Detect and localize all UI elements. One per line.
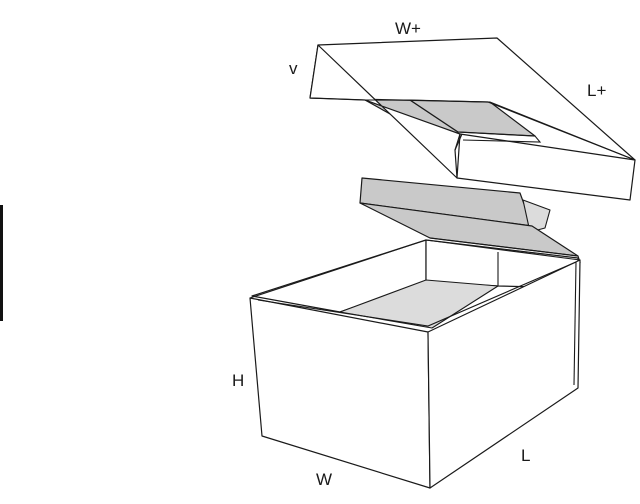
box-rim-inner <box>257 261 577 327</box>
box-right-inner-edge <box>573 261 577 386</box>
box-front-right-face <box>427 259 581 489</box>
box <box>249 239 581 489</box>
lid <box>309 37 636 201</box>
lid-inner-fold <box>454 133 463 151</box>
lid-inner-edge <box>457 131 542 143</box>
flap-side-tab <box>522 199 551 233</box>
label-box-height: H <box>232 371 244 390</box>
box-rim-outer <box>249 239 581 299</box>
label-lid-depth: v <box>289 59 298 78</box>
label-box-width: W <box>316 470 332 489</box>
label-box-length: L <box>521 446 530 465</box>
label-lid-length: L+ <box>587 81 606 100</box>
label-lid-width: W+ <box>395 19 421 38</box>
lid-front-face <box>456 133 636 201</box>
box-front-left-face <box>249 297 431 489</box>
left-edge-bar <box>0 205 3 321</box>
hinged-flap <box>359 177 581 263</box>
lid-rim-line <box>309 97 636 161</box>
